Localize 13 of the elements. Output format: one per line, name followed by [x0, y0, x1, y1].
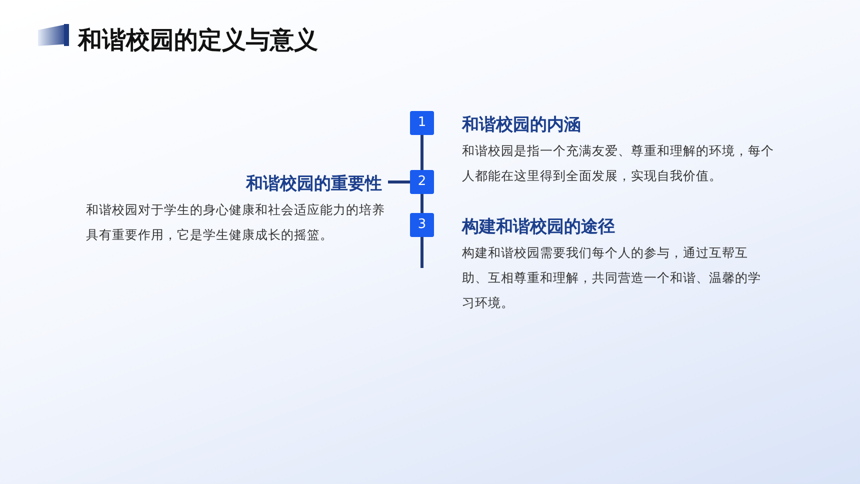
timeline-line [420, 135, 424, 170]
number-badge: 1 [410, 111, 434, 135]
paragraph: 和谐校园是指一个充满友爱、尊重和理解的环境，每个人都能在这里得到全面发展，实现自我价值。 [462, 142, 775, 185]
section-heading: 和谐校园的重要性 [246, 173, 382, 195]
number-badge: 2 [410, 170, 434, 194]
timeline-line [420, 194, 424, 213]
paragraph: 和谐校园对于学生的身心健康和社会适应能力的培养具有重要作用，它是学生健康成长的摇篮。 [86, 201, 386, 244]
timeline-line [420, 237, 424, 268]
slide-title: 和谐校园的定义与意义 [78, 25, 318, 56]
number-badge: 3 [410, 213, 434, 237]
section-heading: 和谐校园的内涵 [462, 114, 581, 136]
section-heading: 构建和谐校园的途径 [462, 216, 615, 238]
paragraph: 构建和谐校园需要我们每个人的参与，通过互帮互助、互相尊重和理解，共同营造一个和谐、温馨的学习环境。 [462, 244, 762, 312]
